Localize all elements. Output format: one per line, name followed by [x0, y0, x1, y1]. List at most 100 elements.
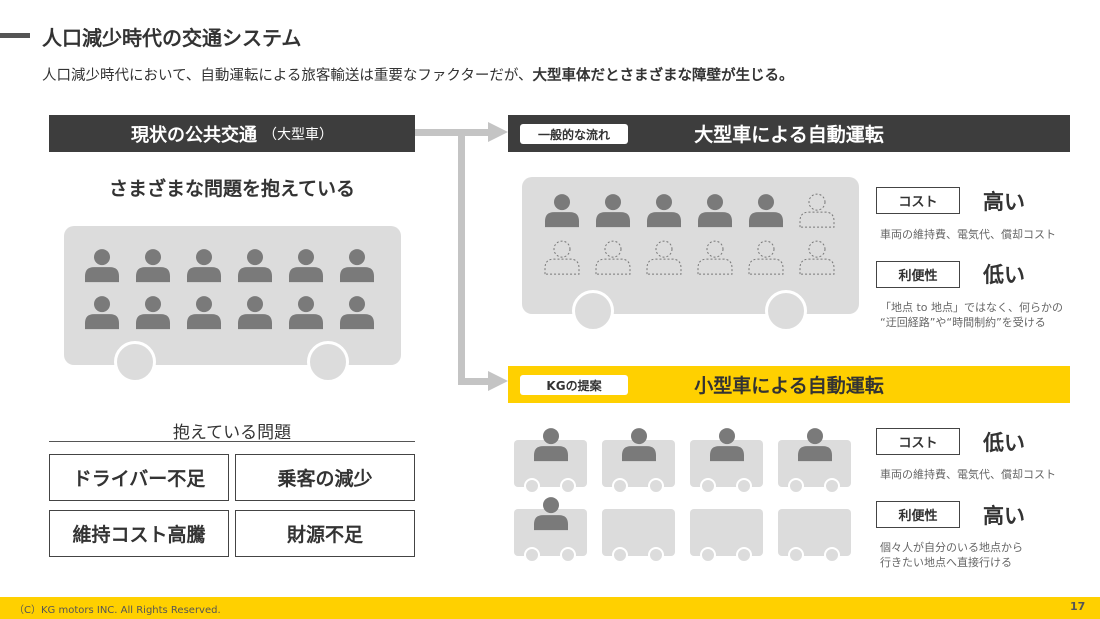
arrow-connector	[458, 129, 465, 384]
current-transport-subtitle: （大型車）	[263, 126, 333, 143]
copyright-text: （C）KG motors INC. All Rights Reserved.	[14, 605, 221, 616]
person-icon	[136, 249, 170, 283]
cost-note: 車両の維持費、電気代、償却コスト	[880, 228, 1056, 241]
empty-seat-icon	[799, 193, 835, 228]
person-icon	[798, 428, 832, 462]
empty-seat-icon	[697, 240, 733, 275]
person-icon	[749, 194, 783, 228]
bus-wheel	[765, 290, 807, 332]
problems-label: 抱えている問題	[172, 423, 292, 443]
cost-label: コスト	[876, 187, 960, 214]
cost-value: 低い	[983, 431, 1025, 455]
empty-seat-icon	[544, 240, 580, 275]
person-icon	[136, 296, 170, 330]
footer-bar	[0, 597, 1100, 619]
convenience-label: 利便性	[876, 501, 960, 528]
small-vehicle	[602, 428, 675, 494]
person-icon	[238, 296, 272, 330]
small-vehicle	[514, 497, 587, 563]
convenience-value: 低い	[983, 263, 1025, 287]
arrow-connector	[415, 129, 490, 136]
vehicle-wheel	[612, 478, 628, 494]
vehicle-wheel	[824, 547, 840, 563]
title-accent-bar	[0, 33, 30, 38]
small-vehicle	[778, 509, 851, 563]
person-icon	[710, 428, 744, 462]
convenience-note: 行きたい地点へ直接行ける	[880, 556, 1012, 569]
person-icon	[534, 428, 568, 462]
arrow-connector	[458, 378, 490, 385]
section-title: 大型車による自動運転	[694, 124, 884, 146]
vehicle-wheel	[560, 547, 576, 563]
small-vehicle	[690, 509, 763, 563]
large-vehicle-header: 一般的な流れ 大型車による自動運転	[508, 115, 1070, 152]
problems-divider	[49, 441, 415, 442]
convenience-value: 高い	[983, 504, 1025, 528]
person-icon	[596, 194, 630, 228]
person-icon	[85, 296, 119, 330]
convenience-note: 「地点 to 地点」ではなく、何らかの	[880, 301, 1064, 314]
vehicle-wheel	[524, 478, 540, 494]
vehicle-wheel	[648, 478, 664, 494]
large-bus-illustration	[64, 226, 401, 383]
person-icon	[534, 497, 568, 531]
current-transport-header: 現状の公共交通 （大型車）	[49, 115, 415, 152]
vehicle-wheel	[736, 547, 752, 563]
person-icon	[187, 249, 221, 283]
empty-seat-icon	[799, 240, 835, 275]
person-icon	[289, 249, 323, 283]
vehicle-wheel	[788, 478, 804, 494]
person-icon	[340, 249, 374, 283]
person-icon	[545, 194, 579, 228]
vehicle-wheel	[524, 547, 540, 563]
small-vehicle	[690, 428, 763, 494]
person-icon	[340, 296, 374, 330]
problem-item: 財源不足	[235, 510, 415, 557]
person-icon	[85, 249, 119, 283]
current-transport-title: 現状の公共交通	[131, 124, 257, 146]
small-vehicle-header: KGの提案 小型車による自動運転	[508, 366, 1070, 403]
problem-item: 維持コスト高騰	[49, 510, 229, 557]
vehicle-wheel	[560, 478, 576, 494]
convenience-label: 利便性	[876, 261, 960, 288]
bus-wheel	[572, 290, 614, 332]
problem-item: 乗客の減少	[235, 454, 415, 501]
vehicle-wheel	[736, 478, 752, 494]
large-bus-sparse-illustration	[522, 177, 859, 332]
page-title: 人口減少時代の交通システム	[42, 26, 302, 50]
vehicle-wheel	[824, 478, 840, 494]
person-icon	[238, 249, 272, 283]
person-icon	[622, 428, 656, 462]
subtitle-plain: 人口減少時代において、自動運転による旅客輸送は重要なファクターだが、	[42, 68, 533, 84]
small-vehicle	[778, 428, 851, 494]
person-icon	[698, 194, 732, 228]
empty-seat-icon	[595, 240, 631, 275]
person-icon	[187, 296, 221, 330]
section-tag: KGの提案	[520, 375, 628, 395]
cost-label: コスト	[876, 428, 960, 455]
subtitle-emphasis: 大型車体だとさまざまな障壁が生じる。	[532, 68, 794, 84]
current-transport-caption: さまざまな問題を抱えている	[108, 178, 356, 200]
convenience-note: “迂回経路”や“時間制約”を受ける	[880, 316, 1046, 329]
person-icon	[289, 296, 323, 330]
cost-value: 高い	[983, 190, 1025, 214]
vehicle-wheel	[612, 547, 628, 563]
page-subtitle: 人口減少時代において、自動運転による旅客輸送は重要なファクターだが、大型車体だと…	[42, 64, 794, 85]
arrow-right-icon	[488, 122, 508, 142]
empty-seat-icon	[748, 240, 784, 275]
bus-wheel	[114, 341, 156, 383]
empty-seat-icon	[646, 240, 682, 275]
section-tag: 一般的な流れ	[520, 124, 628, 144]
vehicle-wheel	[700, 547, 716, 563]
person-icon	[647, 194, 681, 228]
small-vehicle	[514, 428, 587, 494]
vehicle-wheel	[788, 547, 804, 563]
section-title: 小型車による自動運転	[694, 375, 884, 397]
arrow-right-icon	[488, 371, 508, 391]
vehicle-wheel	[700, 478, 716, 494]
page-number: 17	[1070, 600, 1086, 613]
bus-wheel	[307, 341, 349, 383]
convenience-note: 個々人が自分のいる地点から	[880, 541, 1023, 554]
cost-note: 車両の維持費、電気代、償却コスト	[880, 468, 1056, 481]
problem-item: ドライバー不足	[49, 454, 229, 501]
